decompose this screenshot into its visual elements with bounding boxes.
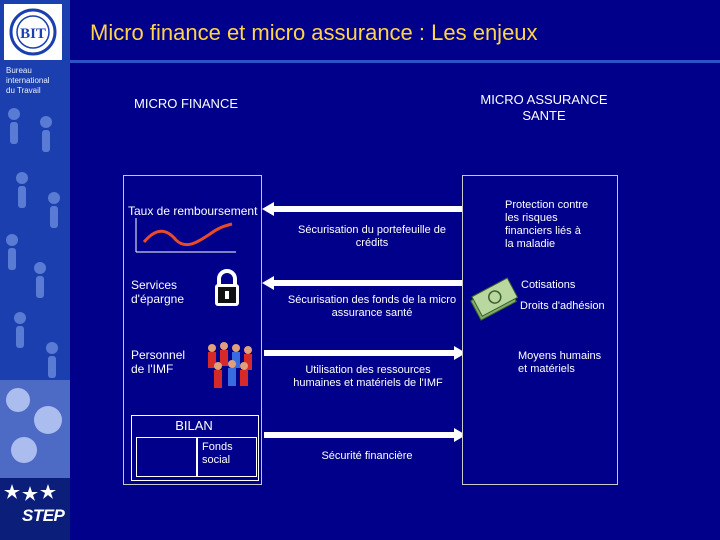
logo-text: BIT bbox=[20, 26, 46, 42]
micro-finance-panel bbox=[123, 175, 262, 485]
balance-sheet-assets-cell bbox=[136, 437, 197, 477]
contributions-label: Cotisations bbox=[521, 279, 576, 291]
balance-sheet-box bbox=[131, 415, 259, 481]
label-line: la maladie bbox=[505, 238, 556, 250]
label-line: Personnel bbox=[131, 348, 186, 362]
label-line: les risques bbox=[505, 212, 558, 224]
sidebar: BIT Bureau international du Travail STEP bbox=[0, 0, 70, 540]
title-divider bbox=[70, 60, 720, 63]
org-line: Bureau bbox=[6, 66, 32, 75]
micro-assurance-heading: MICRO ASSURANCE SANTE bbox=[466, 92, 622, 124]
stars-icon bbox=[4, 484, 56, 501]
arrow-funds-security bbox=[262, 276, 464, 290]
arrow-label-funds: Sécurisation des fonds de la micro assur… bbox=[276, 294, 468, 320]
people-chain-decoration-icon bbox=[0, 108, 70, 480]
money-bills-icon bbox=[470, 277, 519, 321]
arrow-resources-use bbox=[264, 346, 466, 360]
savings-services-label: Services d'épargne bbox=[131, 278, 184, 306]
arrow-label-portfolio: Sécurisation du portefeuille de crédits bbox=[280, 224, 464, 250]
heading-line: SANTE bbox=[522, 108, 566, 123]
padlock-icon bbox=[215, 269, 239, 306]
label-line: Sécurisation du portefeuille de bbox=[298, 224, 446, 236]
label-line: Moyens humains bbox=[518, 350, 602, 362]
label-line: Services bbox=[131, 278, 178, 292]
repayment-trend-chart-icon bbox=[135, 218, 236, 253]
label-line: Fonds bbox=[202, 441, 233, 453]
staff-people-icon bbox=[208, 342, 252, 388]
membership-fees-label: Droits d'adhésion bbox=[520, 300, 605, 312]
arrow-portfolio-security bbox=[262, 202, 464, 216]
organization-name: Bureau international du Travail bbox=[6, 66, 50, 96]
arrow-label-financial: Sécurité financière bbox=[321, 450, 413, 462]
social-funds-label: Fonds social bbox=[202, 441, 233, 467]
step-logo-text: STEP bbox=[22, 506, 65, 525]
repayment-rate-label: Taux de remboursement bbox=[128, 204, 258, 218]
label-line: de l'IMF bbox=[131, 362, 174, 376]
label-line: et matériels bbox=[518, 363, 575, 375]
label-line: crédits bbox=[355, 237, 389, 249]
label-line: social bbox=[202, 454, 231, 466]
arrow-label-resources: Utilisation des ressources humaines et m… bbox=[278, 364, 458, 390]
label-line: financiers liés à bbox=[505, 225, 581, 237]
label-line: Sécurisation des fonds de la micro bbox=[287, 294, 457, 306]
balance-sheet-label: BILAN bbox=[175, 418, 213, 433]
protection-text: Protection contre les risques financiers… bbox=[505, 199, 588, 251]
micro-finance-heading: MICRO FINANCE bbox=[134, 96, 238, 111]
label-line: Protection contre bbox=[505, 199, 589, 211]
balance-sheet-funds-cell bbox=[197, 437, 257, 477]
org-line: du Travail bbox=[6, 86, 41, 95]
label-line: assurance santé bbox=[331, 307, 413, 319]
staff-label: Personnel de l'IMF bbox=[131, 348, 185, 376]
label-line: humaines et matériels de l'IMF bbox=[293, 377, 443, 389]
micro-assurance-panel bbox=[462, 175, 618, 485]
arrow-financial-security bbox=[264, 428, 466, 442]
label-line: d'épargne bbox=[131, 292, 185, 306]
org-line: international bbox=[6, 76, 50, 85]
page-title: Micro finance et micro assurance : Les e… bbox=[90, 20, 538, 45]
ilo-logo-icon: BIT bbox=[4, 4, 62, 60]
human-material-means-label: Moyens humains et matériels bbox=[518, 350, 601, 376]
heading-line: MICRO ASSURANCE bbox=[480, 92, 608, 107]
label-line: Utilisation des ressources bbox=[305, 364, 431, 376]
